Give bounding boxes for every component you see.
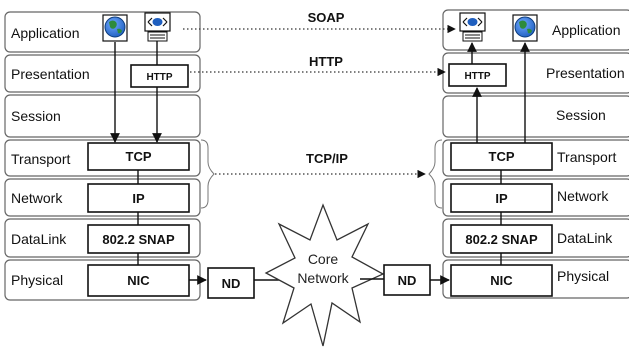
right-stack: Application Presentation Session Transpo… <box>428 9 629 299</box>
left-label-network: Network <box>11 190 63 206</box>
right-label-application: Application <box>552 22 621 38</box>
right-brace <box>428 139 443 209</box>
left-label-datalink: DataLink <box>11 231 67 247</box>
left-layer-session <box>4 94 201 138</box>
left-label-application: Application <box>11 25 80 41</box>
right-globe-icon <box>512 14 538 42</box>
right-label-transport: Transport <box>557 149 617 165</box>
left-nd-label: ND <box>222 276 241 291</box>
right-snap-label: 802.2 SNAP <box>465 232 538 247</box>
peer-links: SOAP HTTP TCP/IP <box>183 10 456 179</box>
physical-path: ND Core Network ND <box>189 203 450 347</box>
right-label-physical: Physical <box>557 268 609 284</box>
left-label-physical: Physical <box>11 272 63 288</box>
left-http-label: HTTP <box>146 72 172 83</box>
left-label-session: Session <box>11 108 61 124</box>
left-nic-label: NIC <box>127 273 150 288</box>
left-http-box <box>130 64 189 88</box>
right-nd-box <box>383 264 431 296</box>
right-tcp-label: TCP <box>489 149 515 164</box>
right-label-session: Session <box>556 107 606 123</box>
core-network-cloud <box>264 203 385 347</box>
cloud-label-line1: Core <box>308 251 339 267</box>
left-ip-label: IP <box>132 191 145 206</box>
right-nic-label: NIC <box>490 273 513 288</box>
left-globe-icon <box>102 14 128 42</box>
right-http-box <box>448 63 507 87</box>
left-label-transport: Transport <box>11 151 71 167</box>
right-web-service-icon <box>459 12 486 42</box>
right-nd-label: ND <box>398 273 417 288</box>
left-tcp-label: TCP <box>126 149 152 164</box>
left-tcp-box <box>87 142 190 171</box>
left-ip-box <box>87 183 190 213</box>
soap-label: SOAP <box>308 10 345 25</box>
right-label-datalink: DataLink <box>557 230 613 246</box>
http-link-label: HTTP <box>309 54 343 69</box>
left-web-service-icon <box>144 12 171 42</box>
left-label-presentation: Presentation <box>11 66 90 82</box>
right-layer-session <box>442 95 629 138</box>
left-snap-label: 802.2 SNAP <box>102 232 175 247</box>
left-nd-box <box>207 267 255 299</box>
left-nic-box <box>87 264 190 297</box>
right-http-label: HTTP <box>464 71 490 82</box>
right-nic-box <box>450 264 553 297</box>
right-tcp-box <box>450 142 553 171</box>
cloud-label-line2: Network <box>297 270 349 286</box>
left-brace <box>200 139 215 209</box>
right-label-presentation: Presentation <box>546 65 625 81</box>
right-ip-label: IP <box>495 191 508 206</box>
left-stack: Application Presentation Session Transpo… <box>4 11 215 301</box>
tcpip-label: TCP/IP <box>306 151 348 166</box>
right-label-network: Network <box>557 188 609 204</box>
